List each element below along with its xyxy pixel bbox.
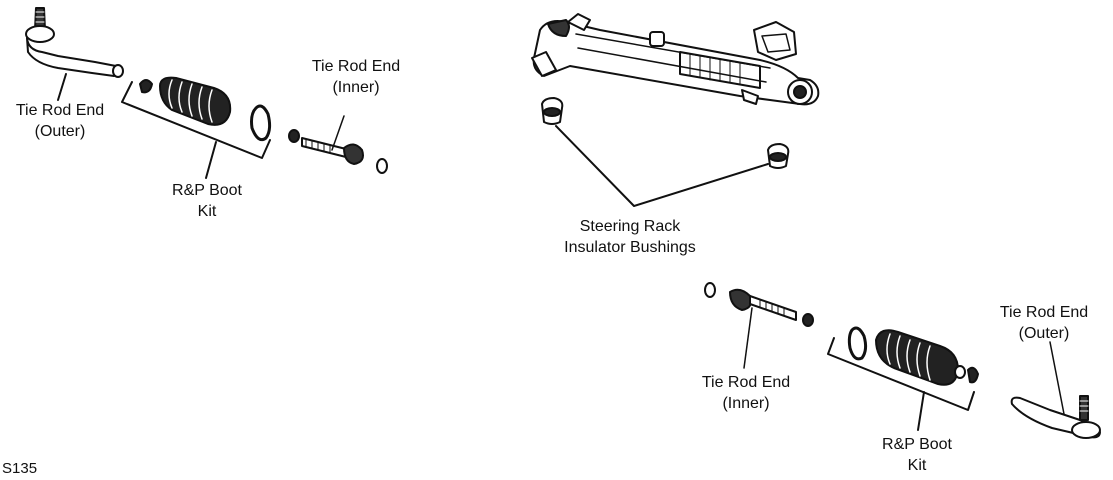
tie-rod-end-outer-left-part — [25, 7, 124, 78]
label-line: Insulator Bushings — [564, 239, 696, 256]
steering-rack-part — [531, 13, 820, 106]
label-line: Tie Rod End — [15, 102, 105, 119]
bushing-leaders — [555, 125, 769, 207]
label-line: Kit — [907, 457, 927, 474]
boot-kit-bracket-right — [827, 337, 975, 431]
rp-boot-right-part — [875, 329, 966, 386]
label-line: R&P Boot — [172, 182, 242, 199]
boot-clamp-right-large — [847, 326, 868, 361]
label-steering-rack-insulator-bushings: Steering Rack Insulator Bushings — [548, 216, 712, 258]
label-line: (Inner) — [722, 395, 770, 412]
rack-insulator-bushing-right — [767, 143, 790, 169]
label-rp-boot-kit-left: R&P Boot Kit — [154, 180, 260, 222]
washer-right — [704, 282, 716, 298]
boot-clamp-left-small — [139, 79, 153, 94]
label-line: Tie Rod End — [999, 304, 1089, 321]
label-line: (Inner) — [332, 79, 380, 96]
leader-outer-left — [57, 73, 67, 101]
label-line: (Outer) — [1018, 325, 1070, 342]
tie-rod-end-inner-left-part — [288, 115, 388, 174]
boot-clamp-left-large — [250, 104, 272, 142]
label-rp-boot-kit-right: R&P Boot Kit — [864, 434, 970, 476]
label-tie-rod-end-inner-right: Tie Rod End (Inner) — [688, 372, 804, 414]
rp-boot-left-part — [159, 76, 232, 126]
rack-insulator-bushing-left — [541, 97, 564, 125]
figure-code: S135 — [2, 460, 38, 477]
label-line: (Outer) — [34, 123, 86, 140]
label-tie-rod-end-outer-right: Tie Rod End (Outer) — [986, 302, 1102, 344]
label-tie-rod-end-inner-left: Tie Rod End (Inner) — [298, 56, 414, 98]
label-line: Tie Rod End — [701, 374, 791, 391]
tie-rod-end-outer-right-part — [1010, 341, 1101, 439]
boot-clamp-right-small — [967, 366, 979, 384]
tie-rod-end-inner-right-part — [729, 288, 814, 369]
label-line: R&P Boot — [882, 436, 952, 453]
label-line: Steering Rack — [579, 218, 681, 235]
label-line: Kit — [197, 203, 217, 220]
label-tie-rod-end-outer-left: Tie Rod End (Outer) — [2, 100, 118, 142]
label-line: Tie Rod End — [311, 58, 401, 75]
boot-kit-bracket-left — [121, 81, 271, 179]
